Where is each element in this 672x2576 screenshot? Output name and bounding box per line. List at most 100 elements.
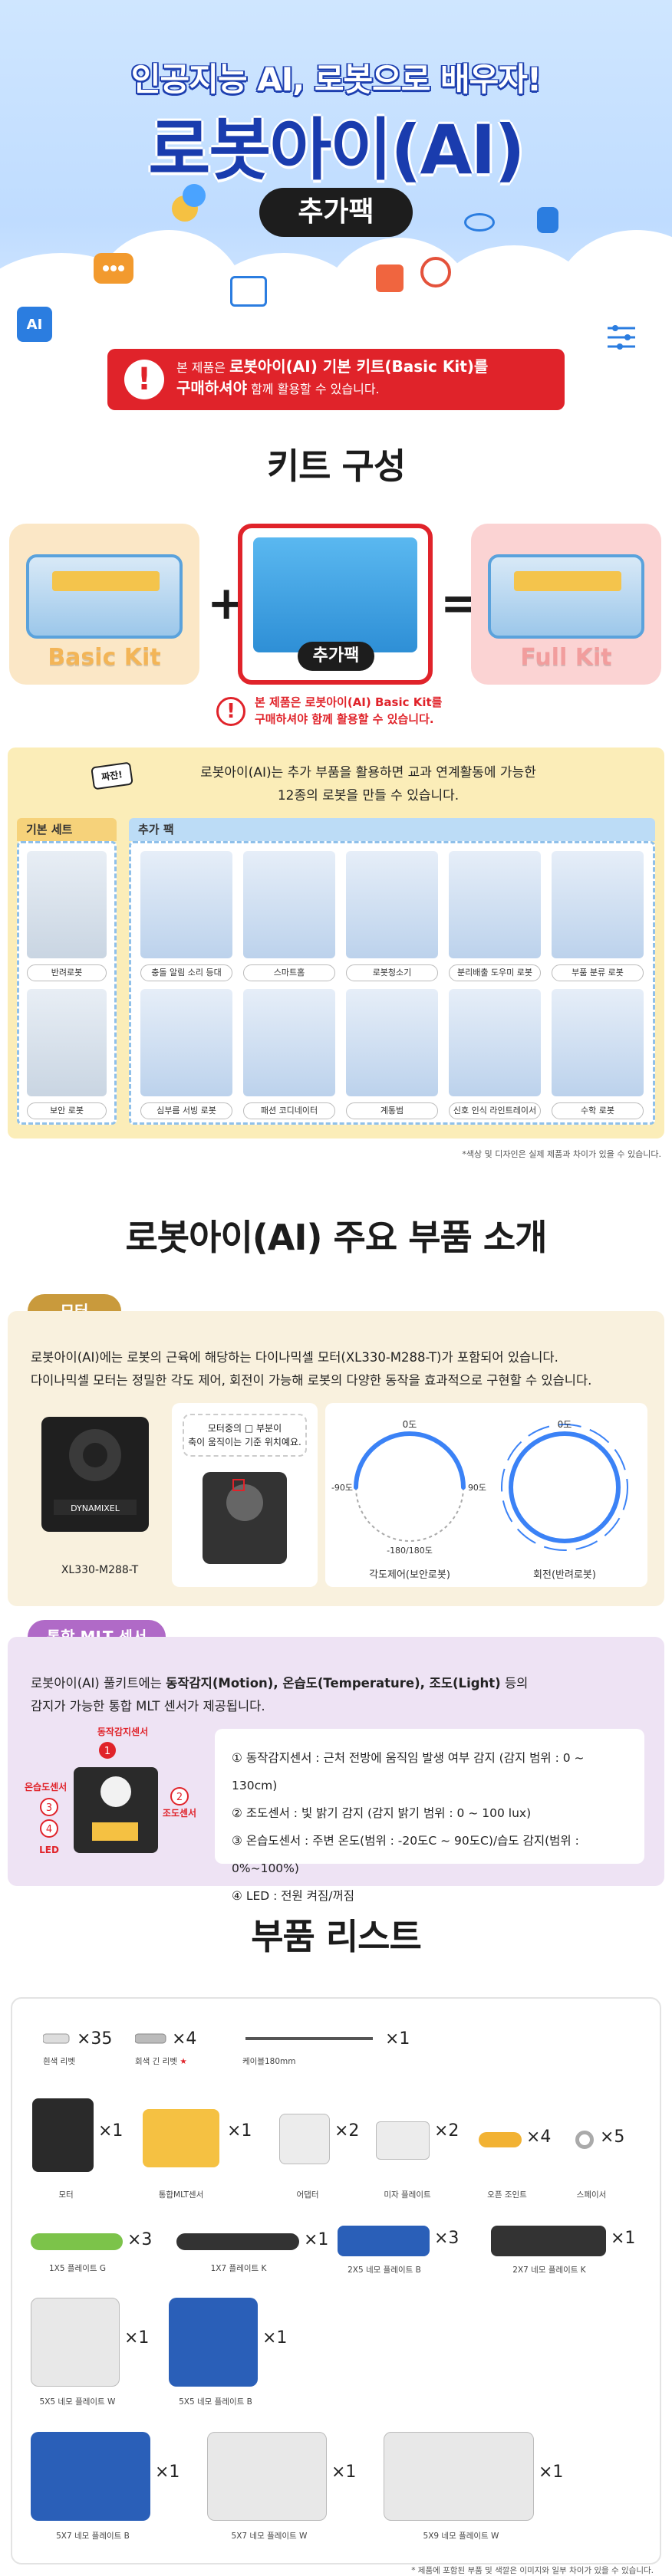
mlt-desc-bold: 동작감지(Motion), 온습도(Temperature), 조도(Light… — [166, 1676, 501, 1691]
part-name: 모터 — [58, 2190, 74, 2200]
part-qty: ×1 — [98, 2121, 124, 2141]
robots-footnote: *색상 및 디자인은 실제 제품과 차이가 있을 수 있습니다. — [462, 1149, 661, 1159]
part-qty: ×1 — [331, 2463, 357, 2482]
robot-caption: 충돌 알림 소리 등대 — [140, 964, 232, 981]
part-cable: ×1 케이블180mm — [242, 2029, 411, 2075]
part-gray-long-rivet: ×4 회색 긴 리벳 ★ — [135, 2029, 235, 2075]
part-name: 5X5 네모 플레이트 W — [39, 2397, 116, 2407]
motor-brand: DYNAMIXEL — [71, 1503, 120, 1513]
num-1: 1 — [104, 1746, 110, 1757]
robot-card: 신호 인식 라인트레이서 — [449, 989, 541, 1119]
basic-set-label: 기본 세트 — [17, 818, 117, 841]
kit-warning-line2: 구매하셔야 함께 활용할 수 있습니다. — [255, 712, 434, 726]
part-qty: ×5 — [600, 2128, 625, 2147]
part-5x7-plate-b: ×1 5X7 네모 플레이트 B — [28, 2432, 204, 2547]
eye-icon — [464, 213, 495, 232]
part-name: 1X7 플레이트 K — [210, 2264, 267, 2273]
rotation-0-label: 0도 — [558, 1419, 572, 1430]
part-spacer: ×5 스페이서 — [565, 2098, 649, 2206]
mlt-sensor-panel: 로봇아이(AI) 풀키트에는 동작감지(Motion), 온습도(Tempera… — [8, 1637, 664, 1903]
purchase-notice: ! 본 제품은 로봇아이(AI) 기본 키트(Basic Kit)를 구매하셔야… — [107, 349, 565, 410]
robot-caption: 패션 코디네이터 — [243, 1102, 335, 1119]
tada-tag: 짜잔! — [91, 761, 133, 790]
parts-list-title: 부품 리스트 — [251, 1916, 422, 1957]
part-mija-plate: ×2 미자 플레이트 — [373, 2098, 465, 2206]
part-qty: ×35 — [77, 2029, 113, 2049]
robots-intro: 로봇아이(AI)는 추가 부품을 활용하면 교과 연계활동에 가능한 12종의 … — [138, 761, 598, 807]
motor-desc-2: 다이나믹셀 모터는 정밀한 각도 제어, 회전이 가능해 로봇의 다양한 동작을… — [31, 1373, 592, 1388]
robot-card: 수학 로봇 — [552, 989, 644, 1119]
part-qty: ×4 — [526, 2128, 552, 2147]
robot-card: 분리배출 도우미 로봇 — [449, 851, 541, 981]
robot-card: 패션 코디네이터 — [243, 989, 335, 1119]
robot-card: 보안 로봇 — [27, 989, 107, 1119]
mlt-sensor-diagram: 동작감지센서 1 온습도센서 3 4 LED 2 조도센서 — [25, 1726, 196, 1855]
motor-axis-panel: 모터중의 □ 부분이 축이 움직이는 기준 위치예요. — [172, 1403, 318, 1587]
robot-card: 충돌 알림 소리 등대 — [140, 851, 232, 981]
mlt-spec-item: ④ LED : 전원 켜짐/꺼짐 — [232, 1889, 354, 1903]
mlt-spec-item: ③ 온습도센서 : 주변 온도(범위 : -20도C ~ 90도C)/습도 감지… — [232, 1834, 579, 1875]
part-qty: ×1 — [304, 2230, 329, 2249]
robot-caption: 반려로봇 — [27, 964, 107, 981]
part-5x5-plate-w: ×1 5X5 네모 플레이트 W — [28, 2298, 158, 2413]
part-name: 2X5 네모 플레이트 B — [348, 2266, 421, 2275]
hero-title: 로봇아이(AI) — [148, 110, 525, 189]
full-kit-box — [488, 554, 644, 639]
addon-set-area: 충돌 알림 소리 등대 스마트홈 로봇청소기 분리배출 도우미 로봇 부품 분류… — [129, 841, 655, 1125]
axis-bubble-line2: 축이 움직이는 기준 위치예요. — [188, 1437, 301, 1447]
part-name: 1X5 플레이트 G — [48, 2264, 106, 2273]
robot-card: 부품 분류 로봇 — [552, 851, 644, 981]
notice-prefix: 본 제품은 — [176, 360, 230, 375]
robot-card: 로봇청소기 — [346, 851, 438, 981]
kit-title: 키트 구성 — [266, 445, 406, 487]
addon-pack-card: 추가팩 — [238, 524, 433, 685]
image-icon — [230, 276, 267, 307]
exclamation-icon: ! — [216, 697, 245, 726]
hero-subtitle: 인공지능 AI, 로봇으로 배우자! — [130, 61, 542, 98]
num-2: 2 — [176, 1792, 183, 1803]
part-qty: ×1 — [262, 2328, 288, 2348]
exclamation-icon: ! — [124, 360, 164, 399]
part-5x5-plate-b: ×1 5X5 네모 플레이트 B — [166, 2298, 296, 2413]
puzzle-icon — [376, 264, 404, 292]
hero-banner: 인공지능 AI, 로봇으로 배우자! 로봇아이(AI) 추가팩 AI — [0, 0, 672, 402]
robot-card: 계통범 — [346, 989, 438, 1119]
robot-caption: 로봇청소기 — [346, 964, 438, 981]
part-motor: ×1 모터 — [28, 2098, 127, 2206]
part-name: 5X7 네모 플레이트 W — [231, 2532, 308, 2541]
part-2x7-plate-k: ×1 2X7 네모 플레이트 K — [488, 2221, 657, 2282]
part-name: 어댑터 — [296, 2190, 319, 2200]
label-light: 조도센서 — [163, 1807, 196, 1819]
basic-kit-box — [26, 554, 183, 639]
robot-caption: 스마트홈 — [243, 964, 335, 981]
part-5x7-plate-w: ×1 5X7 네모 플레이트 W — [204, 2432, 380, 2547]
star-mark: ★ — [180, 2057, 187, 2066]
network-icon — [420, 257, 451, 288]
part-name: 5X5 네모 플레이트 B — [179, 2397, 252, 2407]
part-adapter: ×2 어댑터 — [273, 2098, 365, 2206]
sliders-icon — [606, 322, 637, 353]
part-qty: ×1 — [611, 2229, 636, 2248]
angle-0-label: 0도 — [403, 1419, 417, 1430]
full-kit-label: Full Kit — [520, 644, 612, 671]
notice-bold2: 구매하셔야 — [176, 379, 247, 397]
full-kit-card: Full Kit — [471, 524, 661, 685]
part-5x9-plate-w: ×1 5X9 네모 플레이트 W — [380, 2432, 580, 2547]
basic-set-area: 반려로봇 보안 로봇 — [17, 841, 117, 1125]
robot-card: 반려로봇 — [27, 851, 107, 981]
motor-model: XL330-M288-T — [61, 1564, 139, 1576]
label-motion: 동작감지센서 — [97, 1726, 148, 1737]
part-name: 2X7 네모 플레이트 K — [512, 2266, 586, 2275]
part-qty: ×1 — [385, 2029, 410, 2049]
parts-footnote: * 제품에 포함된 부품 및 색깔은 이미지와 일부 차이가 있을 수 있습니다… — [411, 2566, 654, 2575]
sliders-lines-icon — [608, 325, 635, 350]
part-open-joint: ×4 오픈 조인트 — [473, 2098, 557, 2206]
angle-control-diagrams: 0도 -90도 90도 -180/180도 각도제어(보안로봇) 0도 회전(반… — [331, 1419, 628, 1581]
part-qty: ×2 — [334, 2121, 360, 2141]
robot-caption: 신호 인식 라인트레이서 — [449, 1102, 541, 1119]
motor-axis-diagram — [203, 1472, 287, 1564]
part-2x5-plate-b: ×3 2X5 네모 플레이트 B — [334, 2221, 488, 2282]
parts-intro-title: 로봇아이(AI) 주요 부품 소개 — [125, 1217, 547, 1258]
robot-caption: 수학 로봇 — [552, 1102, 644, 1119]
basic-kit-label: Basic Kit — [48, 644, 161, 671]
